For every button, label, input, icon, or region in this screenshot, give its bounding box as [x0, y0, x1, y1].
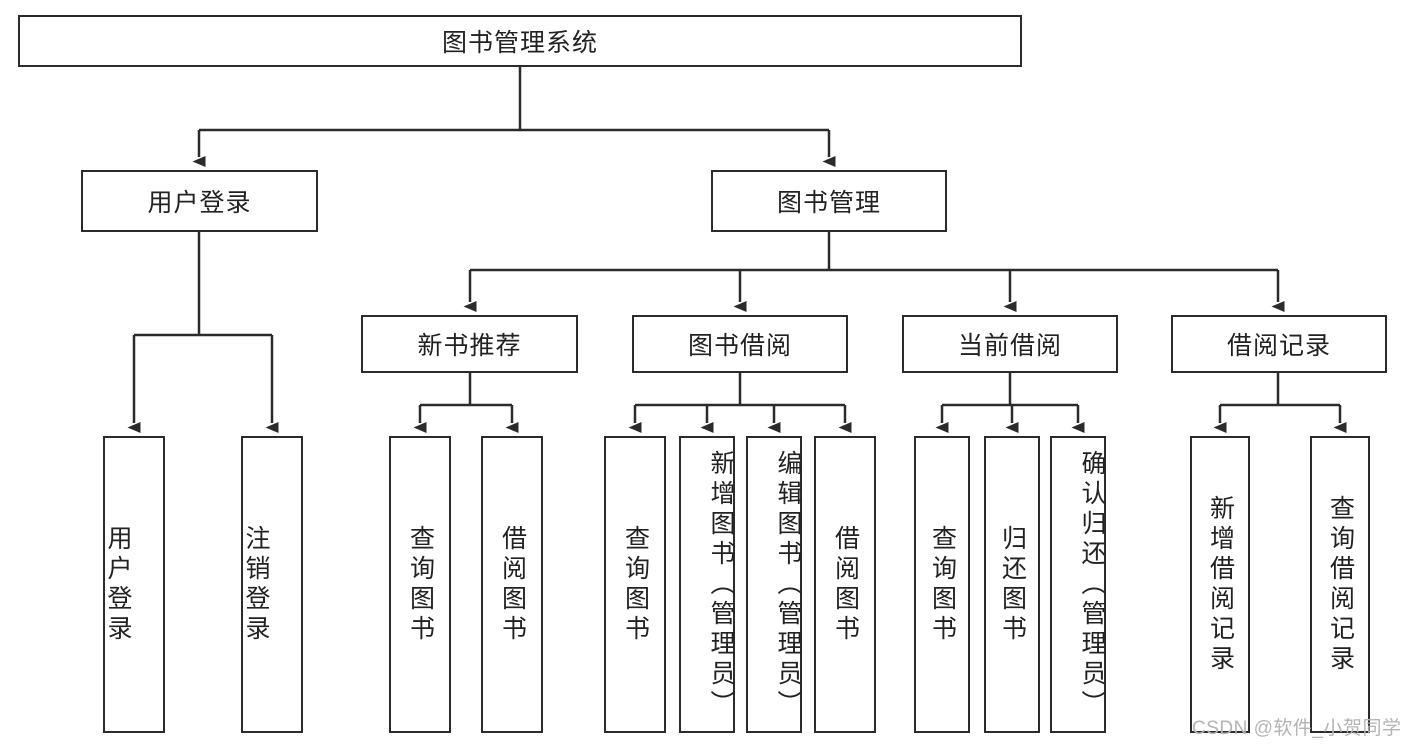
- watermark-text: CSDN @软件_小贺同学: [1192, 718, 1402, 739]
- node-label: 图书管理系统: [441, 29, 598, 57]
- node-label: 查询图书: [621, 524, 650, 645]
- node-label: 借阅记录: [1226, 332, 1331, 360]
- node-leaf-6[interactable]: 编辑图书（管理员）: [746, 436, 802, 733]
- node-label: 用户登录: [104, 524, 132, 645]
- node-leaf-5[interactable]: 新增图书（管理员）: [679, 436, 735, 733]
- node-label: 图书管理: [776, 189, 881, 217]
- node-label: 确认归还（管理员）: [1078, 449, 1106, 720]
- node-leaf-1[interactable]: 注销登录: [241, 436, 303, 733]
- node-leaf-8[interactable]: 查询图书: [914, 436, 970, 733]
- node-root-图书管理系统[interactable]: 图书管理系统: [18, 15, 1022, 67]
- node-label: 注销登录: [242, 524, 270, 645]
- node-level3-2[interactable]: 当前借阅: [902, 315, 1118, 373]
- node-label: 编辑图书（管理员）: [774, 449, 802, 720]
- node-leaf-7[interactable]: 借阅图书: [814, 436, 876, 733]
- node-level2-0[interactable]: 用户登录: [81, 170, 318, 232]
- node-label: 新增图书（管理员）: [707, 449, 735, 720]
- node-label: 新增借阅记录: [1206, 494, 1235, 675]
- node-label: 图书借阅: [687, 332, 792, 360]
- node-label: 查询图书: [928, 524, 957, 645]
- node-label: 用户登录: [147, 189, 252, 217]
- node-leaf-10[interactable]: 确认归还（管理员）: [1050, 436, 1106, 733]
- node-leaf-2[interactable]: 查询图书: [389, 436, 451, 733]
- node-label: 借阅图书: [498, 524, 527, 645]
- node-label: 归还图书: [998, 524, 1027, 645]
- node-label: 查询图书: [406, 524, 435, 645]
- node-label: 查询借阅记录: [1326, 494, 1355, 675]
- node-label: 新书推荐: [417, 332, 522, 360]
- node-leaf-11[interactable]: 新增借阅记录: [1190, 436, 1250, 733]
- node-leaf-9[interactable]: 归还图书: [984, 436, 1040, 733]
- node-level2-1[interactable]: 图书管理: [711, 170, 947, 232]
- node-level3-3[interactable]: 借阅记录: [1171, 315, 1387, 373]
- node-leaf-3[interactable]: 借阅图书: [481, 436, 543, 733]
- node-leaf-4[interactable]: 查询图书: [604, 436, 666, 733]
- node-leaf-0[interactable]: 用户登录: [103, 436, 165, 733]
- node-label: 借阅图书: [831, 524, 860, 645]
- node-label: 当前借阅: [957, 332, 1062, 360]
- node-level3-0[interactable]: 新书推荐: [361, 315, 578, 373]
- node-leaf-12[interactable]: 查询借阅记录: [1310, 436, 1370, 733]
- node-level3-1[interactable]: 图书借阅: [632, 315, 848, 373]
